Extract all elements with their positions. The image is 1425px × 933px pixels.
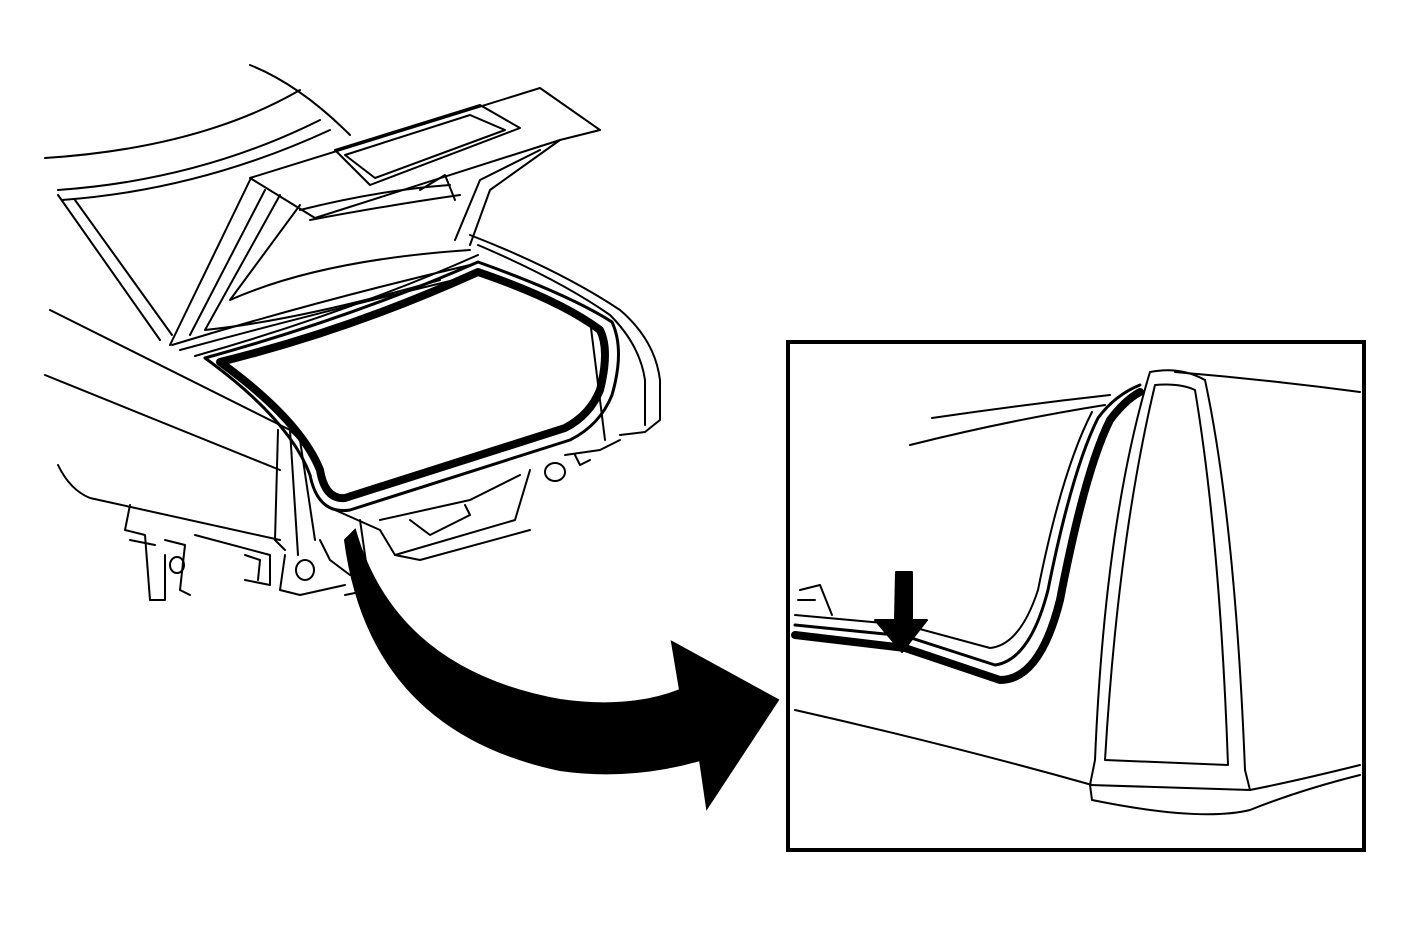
- rear-window: [44, 64, 351, 341]
- detail-weatherstrip: [791, 383, 1144, 684]
- callout-arrow-icon: [343, 528, 780, 811]
- detail-frame: [786, 340, 1366, 852]
- trunk-weatherstrip: [194, 254, 620, 513]
- detail-inset: [786, 340, 1366, 852]
- trunk-overview: [44, 64, 661, 601]
- rear-body: [44, 234, 661, 601]
- down-arrow-icon: [874, 571, 928, 653]
- tail-lamp-housing: [1089, 369, 1361, 816]
